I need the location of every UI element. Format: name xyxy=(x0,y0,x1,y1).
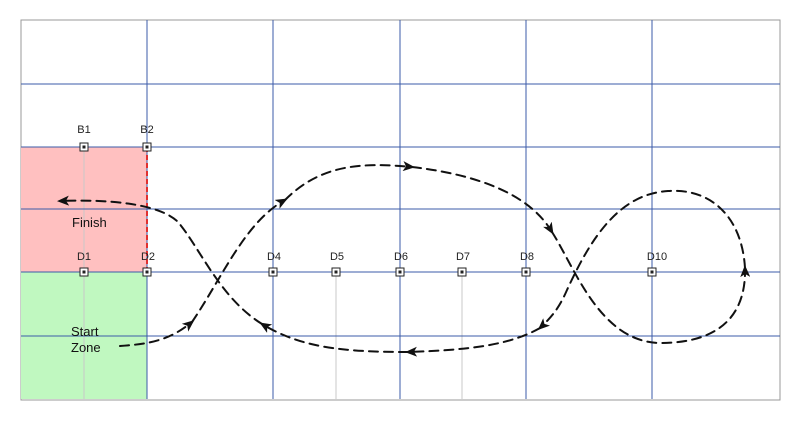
marker-d4: D4 xyxy=(267,251,281,277)
marker-d7: D7 xyxy=(456,251,470,277)
start-label-line2: Zone xyxy=(71,340,101,355)
path-diagonal-up xyxy=(191,198,288,323)
marker-b2-label: B2 xyxy=(140,124,153,136)
marker-d1-dot xyxy=(82,270,86,274)
marker-d6: D6 xyxy=(394,251,408,277)
marker-b1-label: B1 xyxy=(77,124,90,136)
course-path xyxy=(57,161,751,357)
marker-d4-label: D4 xyxy=(267,251,281,263)
marker-d7-dot xyxy=(460,270,464,274)
path-start-exit xyxy=(119,320,195,347)
marker-d2: D2 xyxy=(141,251,155,277)
path-right-lower-loop xyxy=(551,231,751,345)
marker-d8-dot xyxy=(524,270,528,274)
marker-d5-dot xyxy=(334,270,338,274)
path-bottom-left xyxy=(259,322,409,353)
marker-d4-dot xyxy=(271,270,275,274)
path-right-upper-loop xyxy=(537,189,746,331)
marker-b1-dot xyxy=(82,145,86,149)
marker-d1: D1 xyxy=(77,251,91,277)
marker-d6-dot xyxy=(398,270,402,274)
marker-b2-dot xyxy=(145,145,149,149)
marker-d1-label: D1 xyxy=(77,251,91,263)
path-to-d8 xyxy=(411,166,554,235)
marker-b2: B2 xyxy=(140,124,154,152)
marker-d10: D10 xyxy=(647,251,667,277)
finish-label: Finish xyxy=(72,215,107,230)
marker-d2-label: D2 xyxy=(141,251,155,263)
marker-d6-label: D6 xyxy=(394,251,408,263)
start-label-line1: Start xyxy=(71,324,99,339)
marker-d5: D5 xyxy=(330,251,344,277)
marker-d8-label: D8 xyxy=(520,251,534,263)
marker-d8: D8 xyxy=(520,251,534,277)
path-to-finish xyxy=(57,195,263,325)
markers: B1 B2 D1 D2 D4 D5 D6 xyxy=(77,124,667,277)
marker-d10-dot xyxy=(650,270,654,274)
marker-d2-dot xyxy=(145,270,149,274)
marker-d10-label: D10 xyxy=(647,251,667,263)
path-top-arc xyxy=(284,161,415,201)
marker-d5-label: D5 xyxy=(330,251,344,263)
marker-d7-label: D7 xyxy=(456,251,470,263)
marker-b1: B1 xyxy=(77,124,91,152)
